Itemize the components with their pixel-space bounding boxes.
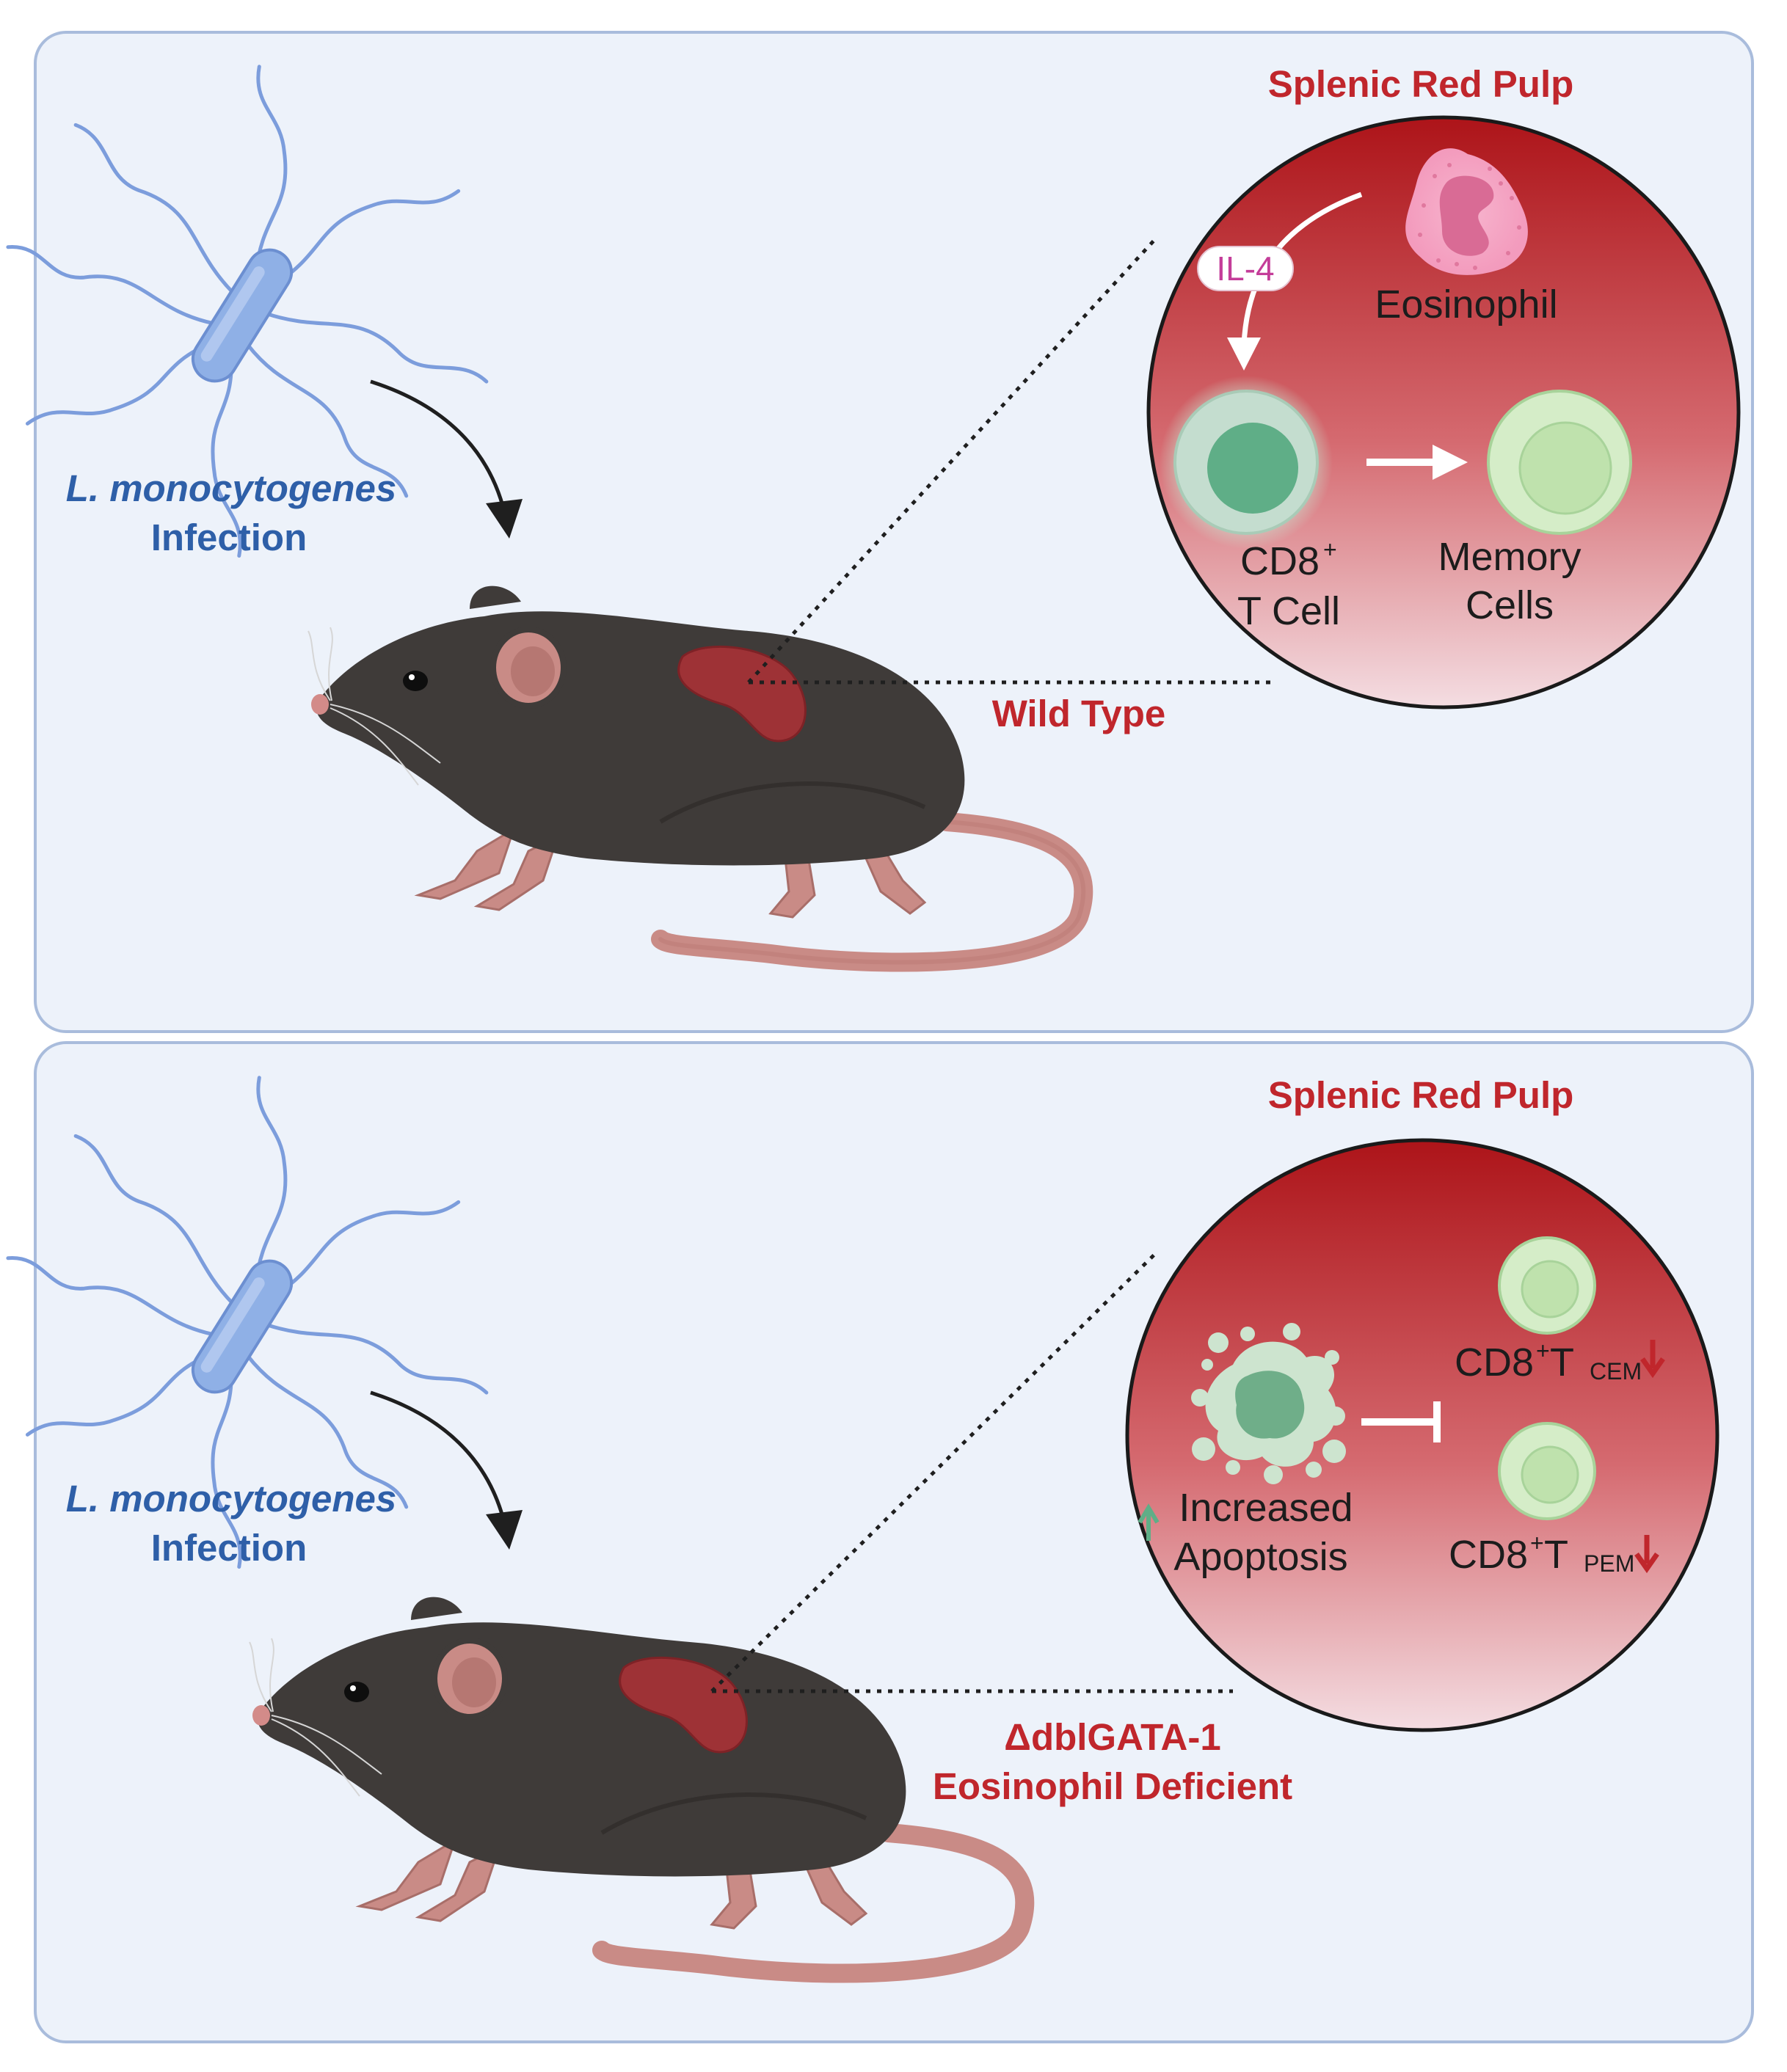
mouse-tail	[651, 812, 1093, 972]
spleen-icon	[677, 645, 807, 743]
zoom-circle: CD8 + T CEM CD8 + T PEM Increased Apopto…	[1125, 1138, 1719, 1732]
tcem-sub: CEM	[1590, 1358, 1642, 1385]
mouse-tail	[592, 1823, 1035, 1983]
up-arrow-icon	[1138, 1503, 1160, 1541]
apoptotic-cell-icon	[1191, 1323, 1346, 1484]
mouse-icon	[249, 1597, 1035, 1983]
il4-label: IL-4	[1216, 249, 1274, 288]
panel-wild-type: L. monocytogenes Infection	[6, 31, 1754, 1033]
zoom-title: Splenic Red Pulp	[1268, 1074, 1574, 1116]
tcem-sup: +	[1536, 1338, 1550, 1364]
infection-arrow	[370, 1390, 509, 1533]
tcem-label: CD8	[1455, 1340, 1534, 1385]
zoom-circle: IL-4 Eosinophil CD8 + T Cell Memory Cell…	[1146, 115, 1741, 709]
zoom-line	[710, 1252, 1157, 1693]
t-cell-label: T Cell	[1237, 589, 1340, 633]
zoom-title: Splenic Red Pulp	[1268, 63, 1574, 105]
cells-label: Cells	[1466, 583, 1554, 627]
infection-arrow-head	[486, 1510, 523, 1550]
mouse-label-eosinophil-deficient: Eosinophil Deficient	[933, 1765, 1292, 1807]
tpem-sup: +	[1530, 1530, 1544, 1556]
eosinophil-label: Eosinophil	[1375, 282, 1557, 327]
mouse-label-dblgata: ΔdblGATA-1	[1004, 1716, 1220, 1758]
infection-arrow	[370, 379, 509, 522]
cd8-label: CD8	[1240, 539, 1320, 583]
apoptosis-label: Apoptosis	[1173, 1535, 1347, 1579]
bacteria-label: L. monocytogenes	[66, 467, 397, 509]
tcem-t: T	[1550, 1340, 1574, 1385]
tpem-t: T	[1544, 1533, 1568, 1577]
mouse-label-wild-type: Wild Type	[992, 693, 1166, 734]
bacteria-icon	[6, 1076, 489, 1569]
bacteria-icon	[6, 65, 489, 558]
cd8-sup: +	[1323, 536, 1337, 563]
tpem-label: CD8	[1449, 1533, 1528, 1577]
eosinophil-icon	[1405, 148, 1528, 275]
spleen-icon	[619, 1656, 748, 1754]
mouse-icon	[307, 586, 1093, 972]
memory-label: Memory	[1438, 535, 1581, 579]
bacteria-label: L. monocytogenes	[66, 1478, 397, 1520]
tpem-sub: PEM	[1584, 1550, 1634, 1577]
down-arrow-icon	[1640, 1340, 1665, 1379]
il4-badge	[1197, 246, 1294, 291]
increased-label: Increased	[1179, 1486, 1353, 1530]
panel-eosinophil-deficient: L. monocytogenes Infection	[6, 1041, 1754, 2043]
zoom-line	[747, 237, 1157, 684]
infection-arrow-head	[486, 499, 523, 539]
down-arrow-icon	[1634, 1535, 1659, 1574]
infection-label: Infection	[151, 517, 307, 558]
infection-label: Infection	[151, 1527, 307, 1569]
